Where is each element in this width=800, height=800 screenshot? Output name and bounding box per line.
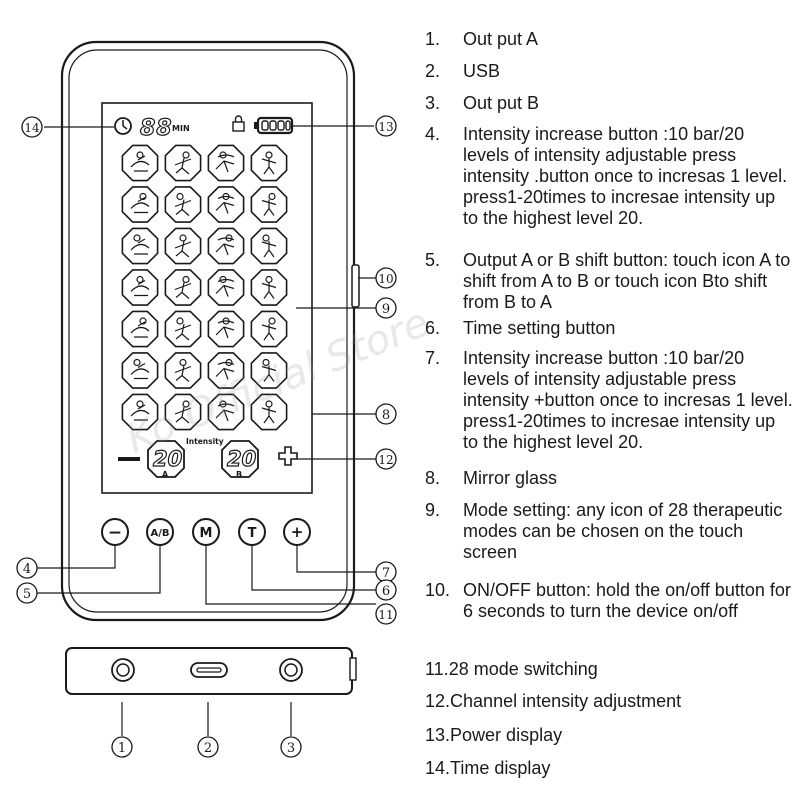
mode-icon-27[interactable] [207,393,245,431]
mode-icon-17[interactable] [121,310,159,348]
usb-port-icon [190,662,228,678]
minus-button[interactable]: − [101,518,129,546]
mode-icon-14[interactable] [164,269,202,306]
svg-text:8: 8 [382,408,390,423]
mode-icon-5[interactable] [121,186,159,223]
legend-item-13: 13.Power display [425,725,563,745]
minus-button-label: − [108,523,122,543]
timer-unit-label: MIN [172,124,190,133]
mode-icon-28[interactable] [250,393,288,431]
mode-icon-1[interactable] [121,144,159,182]
mode-icon-25[interactable] [121,393,159,431]
svg-text:12: 12 [378,453,393,467]
mode-icon-10[interactable] [164,227,202,265]
mode-icon-16[interactable] [250,269,288,306]
ab-shift-button[interactable]: A/B [146,518,174,546]
mode-button-label: M [200,526,213,541]
callout-11: 11 [375,603,397,625]
mode-icon-15[interactable] [207,269,245,306]
plus-button-label: + [291,523,304,541]
legend-item-12: 12.Channel intensity adjustment [425,691,682,711]
ab-button-label: A/B [150,528,169,539]
bottom-view-side-button [349,657,357,681]
device-body [60,40,356,622]
callout-9: 9 [375,297,397,319]
svg-text:13: 13 [378,120,393,134]
mode-button[interactable]: M [192,518,220,546]
callout-12: 12 [375,448,397,470]
svg-text:14: 14 [24,121,40,135]
channel-b-letter: B [236,470,242,479]
intensity-label: Intensity [186,437,224,446]
svg-text:2: 2 [204,741,212,756]
svg-text:9: 9 [382,302,390,317]
callout-1: 1 [111,736,133,758]
mode-icon-24[interactable] [250,352,288,389]
mode-icon-18[interactable] [164,310,202,348]
device-inner-frame [68,49,348,613]
mode-icon-4[interactable] [250,144,288,182]
callout-6: 6 [375,579,397,601]
mode-icon-23[interactable] [207,352,245,389]
channel-b-display[interactable]: 20 B [221,440,259,479]
callout-4: 4 [16,557,38,579]
mode-icon-11[interactable] [207,227,245,265]
lock-icon [232,115,245,132]
channel-a-display[interactable]: 20 A [147,440,185,479]
callout-5: 5 [16,582,38,604]
clock-icon [114,117,132,135]
timer-digits: 88 [140,116,173,141]
power-side-button[interactable] [351,264,360,308]
callout-3: 3 [280,736,302,758]
mode-icon-19[interactable] [207,310,245,348]
svg-text:5: 5 [23,587,31,602]
mode-icon-grid[interactable] [121,144,288,431]
mode-icon-12[interactable] [250,227,288,265]
output-b-jack-icon [279,658,303,682]
mode-icon-3[interactable] [207,144,245,182]
leader-lines [37,125,376,736]
mode-icon-9[interactable] [121,227,159,265]
mode-icon-13[interactable] [121,269,159,306]
svg-text:3: 3 [287,741,295,756]
channel-a-value: 20 [153,447,182,471]
svg-text:4: 4 [23,562,31,577]
mode-icon-20[interactable] [250,310,288,348]
svg-text:10: 10 [378,272,393,286]
plus-button[interactable]: + [283,518,311,546]
mode-icon-8[interactable] [250,186,288,223]
channel-a-letter: A [162,470,169,479]
svg-text:11: 11 [378,608,393,622]
output-a-jack-icon [111,658,135,682]
mode-icon-21[interactable] [121,352,159,389]
callout-10: 10 [375,267,397,289]
device-bottom-view [65,647,353,695]
mode-icon-2[interactable] [164,144,202,182]
callout-13: 13 [375,115,397,137]
svg-text:1: 1 [118,741,126,756]
mode-icon-6[interactable] [164,186,202,223]
svg-text:6: 6 [382,584,390,599]
time-button-label: T [248,526,257,541]
legend-item-14: 14.Time display [425,758,551,778]
callout-8: 8 [375,403,397,425]
legend-item-11: 11.28 mode switching [425,659,598,679]
callout-7: 7 [375,561,397,583]
mode-icon-26[interactable] [164,393,202,431]
mode-icon-7[interactable] [207,186,245,223]
svg-text:7: 7 [382,566,390,581]
callouts: 14 13 10 9 8 12 4 5 7 6 11 1 2 3 [16,115,397,758]
channel-b-value: 20 [227,447,256,471]
mode-icon-22[interactable] [164,352,202,389]
callout-14: 14 [21,116,43,138]
time-button[interactable]: T [238,518,266,546]
callout-2: 2 [197,736,219,758]
battery-icon [254,116,294,135]
